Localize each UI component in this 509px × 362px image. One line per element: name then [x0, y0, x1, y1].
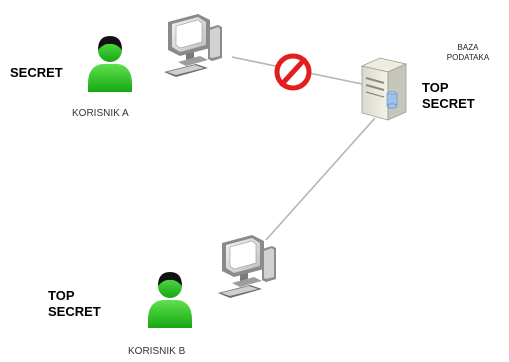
computer-icon [217, 234, 277, 299]
computer-icon [163, 13, 223, 78]
database-clearance: TOP SECRET [422, 80, 475, 111]
user-a-clearance: SECRET [10, 65, 63, 80]
user-icon [148, 272, 192, 328]
server-icon [360, 57, 408, 121]
user-b-clearance: TOP SECRET [48, 288, 101, 319]
user-a-name: KORISNIK A [72, 108, 129, 119]
link-user-b-database [265, 117, 376, 241]
no-access-icon [274, 53, 312, 91]
user-icon [88, 36, 132, 92]
user-b-name: KORISNIK B [128, 346, 186, 357]
database-label: BAZA PODATAKA [446, 43, 490, 62]
